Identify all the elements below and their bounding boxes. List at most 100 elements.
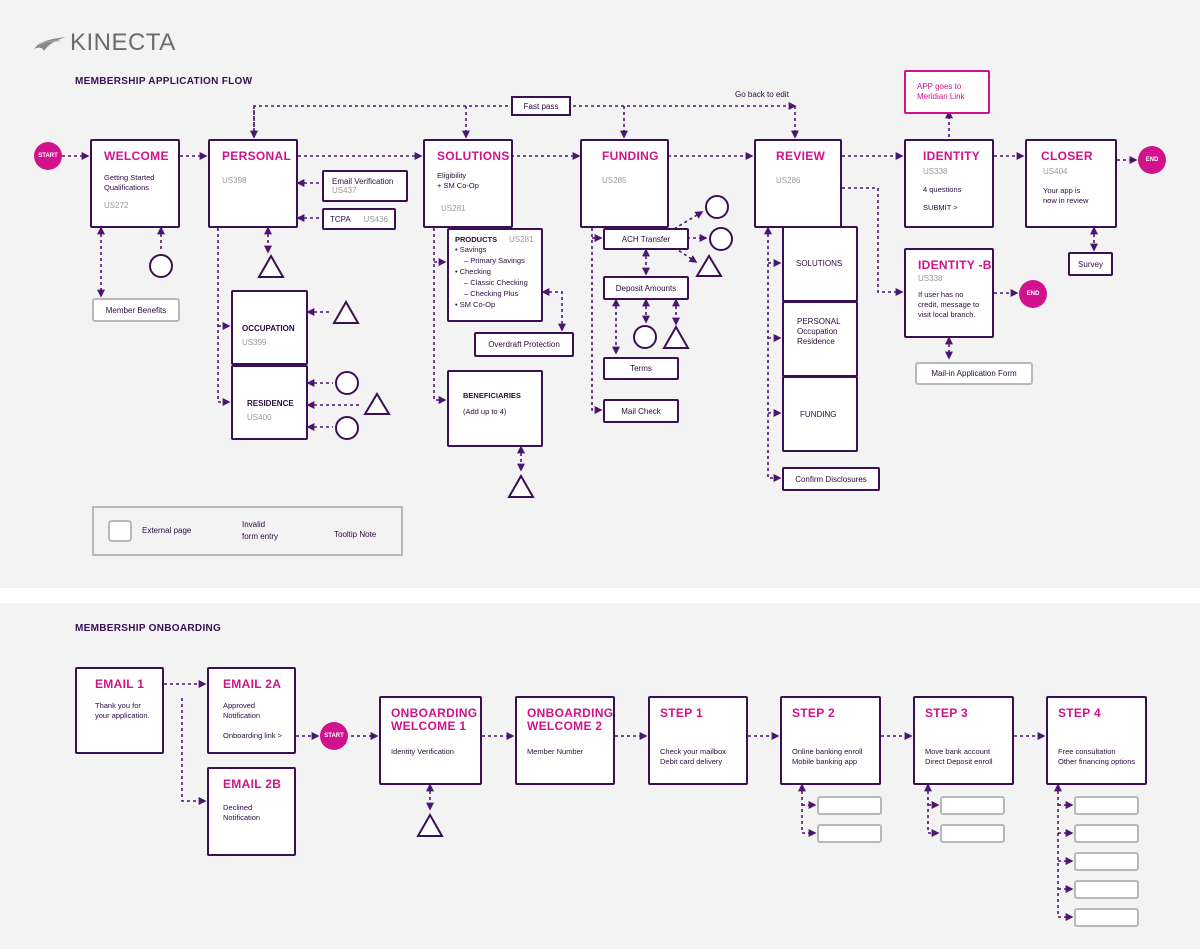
fast-pass-label: Fast pass [511, 96, 571, 116]
kinecta-bird-icon [34, 37, 66, 51]
onboarding-welcome-2-card[interactable]: ONBOARDING WELCOME 2 Member Number [515, 696, 615, 785]
review-funding-card[interactable]: FUNDING [782, 376, 858, 452]
residence-card[interactable]: RESIDENCE US400 [231, 365, 308, 440]
step4-card[interactable]: STEP 4 Free consultation Other financing… [1046, 696, 1147, 785]
beneficiaries-card[interactable]: BENEFICIARIES (Add up to 4) [447, 370, 543, 447]
step2-line: Online banking enroll [792, 747, 863, 756]
email2b-line: Declined [223, 803, 253, 812]
legend-tooltip-label: Tooltip Note [334, 530, 377, 539]
external-page-placeholder[interactable] [817, 796, 882, 815]
app-goes-line: APP goes to [917, 82, 962, 91]
step4-title: STEP 4 [1058, 706, 1101, 720]
review-solutions-card[interactable]: SOLUTIONS [782, 226, 858, 302]
external-page-placeholder[interactable] [940, 796, 1005, 815]
step2-card[interactable]: STEP 2 Online banking enroll Mobile bank… [780, 696, 881, 785]
funding-card[interactable]: FUNDING US285 [580, 139, 669, 228]
invalid-triangle-icon [662, 324, 690, 349]
review-personal-line: Residence [797, 337, 835, 346]
overdraft-protection-box[interactable]: Overdraft Protection [474, 332, 574, 357]
identity-title: IDENTITY [923, 149, 981, 163]
solutions-code: US281 [441, 204, 466, 213]
solutions-text-1: Eligibility [437, 171, 467, 180]
mail-check-box[interactable]: Mail Check [603, 399, 679, 423]
tcpa-label: TCPA [330, 214, 351, 224]
email2a-card[interactable]: EMAIL 2A Approved Notification Onboardin… [207, 667, 296, 754]
application-flow-section [0, 0, 1200, 588]
legend-external-label: External page [142, 526, 192, 535]
welcome-code: US272 [104, 201, 129, 210]
residence-label: RESIDENCE [247, 399, 294, 408]
step2-title: STEP 2 [792, 706, 835, 720]
email1-title: EMAIL 1 [95, 677, 145, 691]
email1-line: Thank you for [95, 701, 141, 710]
solutions-text-2: + SM Co-Op [437, 181, 479, 190]
email2a-link[interactable]: Onboarding link > [223, 731, 282, 740]
mail-in-form-page[interactable]: Mail-in Application Form [915, 362, 1033, 385]
identity-b-line: credit, message to [918, 300, 980, 309]
occupation-card[interactable]: OCCUPATION US399 [231, 290, 308, 365]
onboarding-welcome-1-card[interactable]: ONBOARDING WELCOME 1 Identity Verificati… [379, 696, 482, 785]
products-line: • Checking [455, 267, 491, 276]
review-card[interactable]: REVIEW US286 [754, 139, 842, 228]
email2b-title: EMAIL 2B [223, 777, 282, 791]
external-page-placeholder[interactable] [817, 824, 882, 843]
deposit-amounts-box[interactable]: Deposit Amounts [603, 276, 689, 300]
external-page-placeholder[interactable] [1074, 824, 1139, 843]
tcpa-box[interactable]: TCPA US436 [322, 208, 396, 230]
step1-line: Debit card delivery [660, 757, 723, 766]
email2b-card[interactable]: EMAIL 2B Declined Notification [207, 767, 296, 856]
funding-code: US285 [602, 176, 627, 185]
identity-b-code: US338 [918, 274, 943, 283]
legend-external-icon [108, 520, 132, 542]
identity-code: US338 [923, 167, 948, 176]
ow2-text: Member Number [527, 747, 584, 756]
email-verification-box[interactable]: Email Verification US437 [322, 170, 408, 202]
go-back-label: Go back to edit [735, 90, 789, 99]
tooltip-circle-icon [633, 325, 657, 349]
closer-code: US404 [1043, 167, 1068, 176]
step1-line: Check your mailbox [660, 747, 726, 756]
funding-title: FUNDING [602, 149, 659, 163]
welcome-card[interactable]: WELCOME Getting Started Qualifications U… [90, 139, 180, 228]
email2a-line: Approved [223, 701, 256, 710]
confirm-disclosures-box[interactable]: Confirm Disclosures [782, 467, 880, 491]
review-personal-card[interactable]: PERSONAL Occupation Residence [782, 301, 858, 377]
external-page-placeholder[interactable] [1074, 796, 1139, 815]
email1-card[interactable]: EMAIL 1 Thank you for your application. [75, 667, 164, 754]
step3-title: STEP 3 [925, 706, 968, 720]
end-node: END [1138, 146, 1166, 174]
tcpa-code: US436 [363, 214, 388, 224]
member-benefits-page[interactable]: Member Benefits [92, 298, 180, 322]
closer-card[interactable]: CLOSER US404 Your app is now in review [1025, 139, 1117, 228]
step3-card[interactable]: STEP 3 Move bank account Direct Deposit … [913, 696, 1014, 785]
tooltip-circle-icon [335, 371, 359, 395]
welcome-title: WELCOME [104, 149, 169, 163]
solutions-title: SOLUTIONS [437, 149, 510, 163]
ach-transfer-box[interactable]: ACH Transfer [603, 228, 689, 250]
products-card[interactable]: PRODUCTS US281 • Savings – Primary Savin… [447, 228, 543, 322]
invalid-triangle-icon [332, 299, 360, 324]
external-page-placeholder[interactable] [1074, 908, 1139, 927]
invalid-triangle-icon [507, 473, 535, 498]
products-label: PRODUCTS [455, 235, 498, 244]
solutions-card[interactable]: SOLUTIONS Eligibility + SM Co-Op US281 [423, 139, 513, 228]
end-node-identity-b: END [1019, 280, 1047, 308]
onboarding-start-node: START [320, 722, 348, 750]
app-goes-box[interactable]: APP goes to Meridian Link [904, 70, 990, 114]
ow2-title-line: ONBOARDING [527, 706, 614, 720]
email2a-line: Notification [223, 711, 261, 720]
identity-b-card[interactable]: IDENTITY -B US338 If user has no credit,… [904, 248, 994, 338]
personal-card[interactable]: PERSONAL US398 [208, 139, 298, 228]
external-page-placeholder[interactable] [940, 824, 1005, 843]
survey-box[interactable]: Survey [1068, 252, 1113, 276]
step3-line: Direct Deposit enroll [925, 757, 993, 766]
external-page-placeholder[interactable] [1074, 852, 1139, 871]
external-page-placeholder[interactable] [1074, 880, 1139, 899]
closer-title: CLOSER [1041, 149, 1093, 163]
terms-box[interactable]: Terms [603, 357, 679, 380]
tooltip-circle-icon [709, 227, 733, 251]
step2-line: Mobile banking app [792, 757, 858, 766]
step1-card[interactable]: STEP 1 Check your mailbox Debit card del… [648, 696, 748, 785]
identity-card[interactable]: IDENTITY US338 4 questions SUBMIT > [904, 139, 994, 228]
review-funding-label: FUNDING [800, 410, 837, 419]
